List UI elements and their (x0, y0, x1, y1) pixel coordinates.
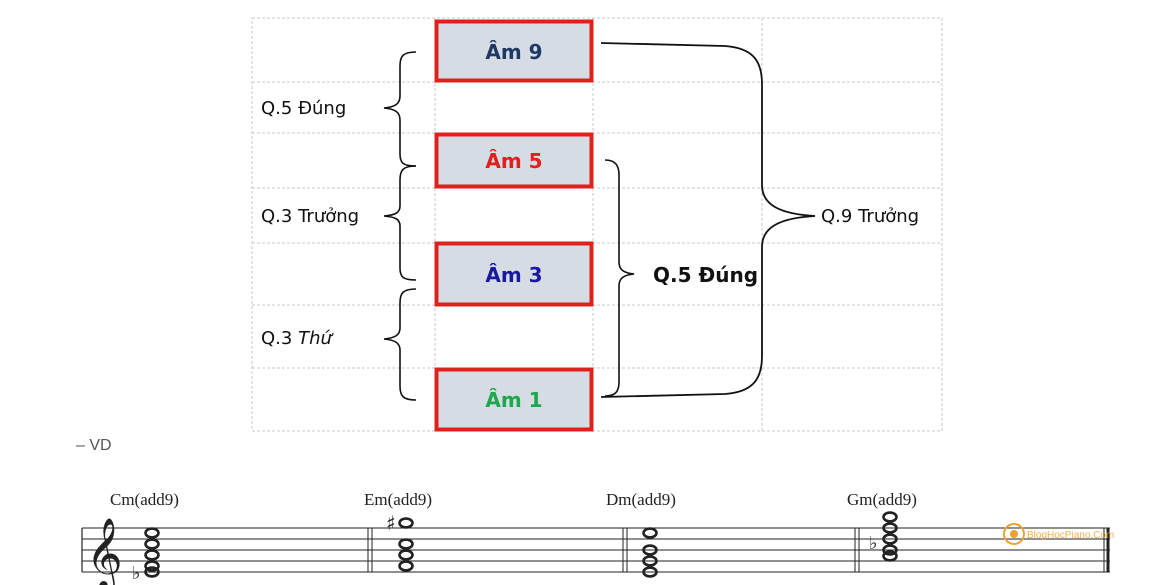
left-interval-labels: Q.5 Đúng Q.3 Trưởng Q.3 Thứ (261, 98, 359, 349)
whole-note (882, 533, 898, 545)
interval-label-middle: Q.5 Đúng (653, 263, 758, 287)
whole-note (144, 560, 160, 572)
whole-note (882, 522, 898, 534)
bar-lines (81, 528, 1110, 572)
staff-lines (82, 527, 1110, 573)
chord-name-dm-add9: Dm(add9) (606, 490, 676, 509)
chord-gm-add9-notes: ♭ (869, 511, 898, 562)
watermark-logo-dot (1010, 530, 1018, 538)
note-label-5: Âm 5 (485, 149, 542, 173)
whole-note (398, 549, 414, 561)
note-box-frame (434, 367, 594, 432)
note-box-frame (434, 241, 594, 307)
interval-label-ninth: Q.9 Trưởng (821, 206, 919, 227)
watermark-text: BlogHocPiano.Com (1027, 530, 1114, 541)
interval-label-minor-third: Q.3 Thứ (261, 328, 333, 349)
music-score: Cm(add9) Em(add9) Dm(add9) Gm(add9) 𝄞 ♭ (81, 490, 1114, 585)
note-boxes: Âm 9 Âm 5 Âm 3 Âm 1 (434, 19, 594, 432)
left-braces (383, 51, 417, 401)
chord-dm-add9-notes (642, 527, 658, 578)
note-label-9: Âm 9 (485, 40, 542, 64)
whole-note (144, 566, 160, 578)
flat-icon: ♭ (869, 533, 878, 554)
treble-clef-icon: 𝄞 (86, 516, 123, 585)
interval-label-major-third: Q.3 Trưởng (261, 206, 359, 227)
whole-note (642, 527, 658, 539)
sharp-icon: ♯ (386, 511, 396, 535)
interval-label-fifth: Q.5 Đúng (261, 98, 346, 119)
whole-note (642, 544, 658, 556)
chord-cm-add9-notes: ♭ (132, 527, 160, 584)
note-box-5: Âm 5 (434, 132, 594, 189)
chord-name-gm-add9: Gm(add9) (847, 490, 917, 509)
watermark-logo: BlogHocPiano.Com (1003, 523, 1114, 545)
whole-note (144, 538, 160, 550)
grid (251, 17, 943, 432)
note-box-frame (434, 19, 594, 83)
whole-note (882, 544, 898, 556)
example-label: – VD (76, 437, 112, 454)
brace-major-third (383, 165, 417, 281)
note-label-1: Âm 1 (485, 388, 542, 412)
whole-note (398, 538, 414, 550)
brace-minor-third (383, 288, 417, 401)
whole-note (642, 555, 658, 567)
note-box-frame (434, 132, 594, 189)
brace-middle (604, 159, 635, 397)
chord-names: Cm(add9) Em(add9) Dm(add9) Gm(add9) (110, 490, 917, 509)
brace-ninth (600, 42, 816, 398)
grid-outline (251, 17, 943, 432)
whole-note (882, 550, 898, 562)
note-label-3: Âm 3 (485, 263, 542, 287)
whole-note (642, 566, 658, 578)
brace-fifth (383, 51, 417, 167)
chord-structure-diagram: Âm 9 Âm 5 Âm 3 Âm 1 Q.5 Đúng Q.3 Trưởng … (251, 17, 943, 432)
whole-note (398, 517, 414, 529)
whole-note (398, 560, 414, 572)
watermark-logo-icon (1003, 523, 1025, 545)
flat-icon: ♭ (132, 563, 141, 584)
whole-note (144, 527, 160, 539)
whole-note (144, 549, 160, 561)
note-box-1: Âm 1 (434, 367, 594, 432)
note-box-9: Âm 9 (434, 19, 594, 83)
chord-name-em-add9: Em(add9) (364, 490, 432, 509)
whole-note (882, 511, 898, 523)
note-box-3: Âm 3 (434, 241, 594, 307)
chord-em-add9-notes: ♯ (386, 511, 414, 572)
chord-name-cm-add9: Cm(add9) (110, 490, 179, 509)
